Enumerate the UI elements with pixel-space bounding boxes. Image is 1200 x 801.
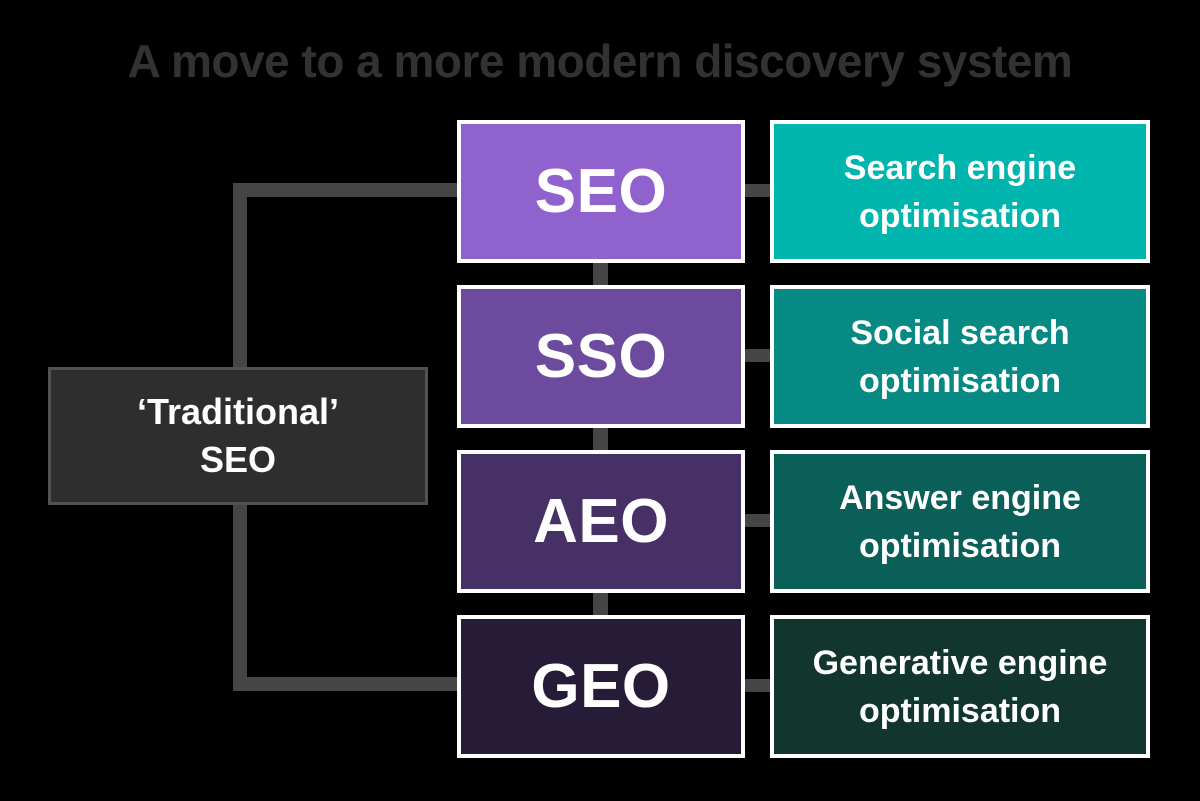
connector-stub-geo-desc [745,679,770,692]
acronym-box-geo: GEO [457,615,745,758]
connector-stub-seo-desc [745,184,770,197]
description-label-sso-line1: Social search [850,313,1070,352]
connector-bracket-bottom-line [233,677,457,691]
description-label-geo-line1: Generative engine [812,643,1108,682]
acronym-box-aeo: AEO [457,450,745,593]
description-box-seo: Search engine optimisation [770,120,1150,263]
traditional-seo-label-line2: SEO [199,439,277,480]
acronym-box-seo: SEO [457,120,745,263]
description-label-aeo-line2: optimisation [858,526,1062,565]
description-box-geo: Generative engine optimisation [770,615,1150,758]
description-box-aeo: Answer engine optimisation [770,450,1150,593]
description-label-seo-line1: Search engine [843,148,1077,187]
connector-stub-aeo-desc [745,514,770,527]
connector-bracket-top-line [233,183,457,197]
description-label-seo-line2: optimisation [858,196,1062,235]
connector-stub-sso-desc [745,349,770,362]
acronym-box-sso: SSO [457,285,745,428]
description-label-sso-line2: optimisation [858,361,1062,400]
diagram-title: A move to a more modern discovery system [127,35,1073,87]
acronym-label-aeo: AEO [533,487,669,556]
traditional-seo-box: ‘Traditional’ SEO [48,367,428,505]
acronym-label-seo: SEO [534,157,668,226]
description-label-aeo-line1: Answer engine [839,478,1081,517]
acronym-label-geo: GEO [531,652,671,721]
connector-stub-sso-aeo [593,426,608,452]
connector-stub-seo-sso [593,261,608,287]
acronym-label-sso: SSO [534,322,668,391]
description-box-sso: Social search optimisation [770,285,1150,428]
description-label-geo-line2: optimisation [858,691,1062,730]
connector-stub-aeo-geo [593,591,608,617]
traditional-seo-label-line1: ‘Traditional’ [136,391,340,432]
